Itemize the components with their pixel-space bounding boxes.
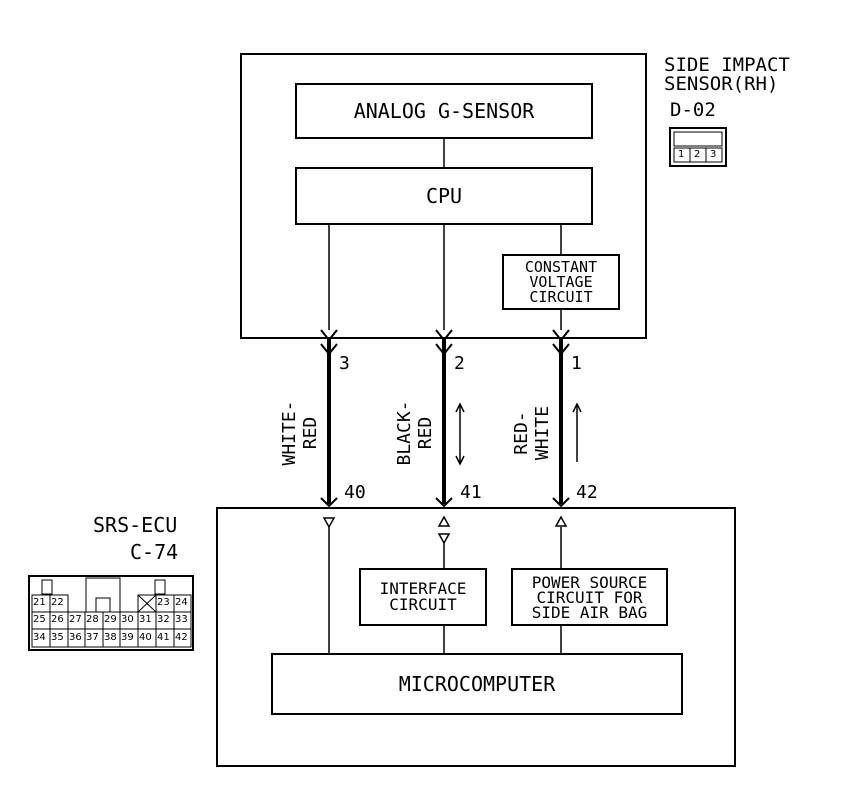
cv-label-line3: CIRCUIT [529, 287, 593, 306]
sensor-connector-id: D-02 [670, 99, 716, 121]
c74-pin-label: 26 [51, 614, 64, 625]
c74-pin-label: 25 [33, 614, 46, 625]
ecu-connector-id: C-74 [130, 540, 179, 564]
ecu-terminals [322, 515, 568, 545]
c74-connector-icon [28, 575, 194, 651]
c74-pin-label: 27 [69, 614, 82, 625]
c74-pin-label: 36 [69, 632, 82, 643]
power-label-line3: SIDE AIR BAG [531, 602, 648, 622]
c74-pin-label: 41 [157, 632, 170, 643]
c74-pin-label: 31 [139, 614, 152, 625]
analog-g-sensor-label: ANALOG G-SENSOR [353, 99, 535, 123]
wire-color-label-red-white: RED- WHITE [511, 373, 553, 493]
interface-circuit-block: INTERFACE CIRCUIT [359, 568, 487, 626]
wire-color-line1: WHITE- [279, 400, 300, 466]
interface-label-line1: INTERFACE [379, 579, 467, 598]
constant-voltage-circuit-block: CONSTANT VOLTAGE CIRCUIT [502, 254, 620, 310]
c74-pin-label: 32 [157, 614, 170, 625]
sensor-title-line1: SIDE IMPACT [664, 54, 790, 76]
wire-color-line2: WHITE [532, 405, 553, 461]
c74-pin-label: 23 [157, 597, 170, 608]
wire-color-line2: RED [300, 416, 321, 450]
cv-label-line2: VOLTAGE [529, 272, 593, 291]
d02-connector-icon [669, 127, 727, 167]
power-label-line2: CIRCUIT FOR [536, 587, 643, 607]
c74-pin-label: 22 [51, 597, 64, 608]
c74-pin-label: 33 [175, 614, 188, 625]
power-label-line1: POWER SOURCE [531, 572, 648, 592]
power-source-circuit-block: POWER SOURCE CIRCUIT FOR SIDE AIR BAG [511, 568, 668, 626]
c74-pin-label: 42 [175, 632, 188, 643]
c74-pin-label: 21 [33, 597, 46, 608]
d02-pin-label: 1 [678, 149, 685, 160]
sensor-title-line2: SENSOR(RH) [664, 73, 779, 95]
ecu-connector-marks [320, 497, 570, 508]
c74-pin-label: 40 [139, 632, 152, 643]
wire-color-line1: RED- [511, 411, 532, 455]
c74-pin-label: 30 [121, 614, 134, 625]
interface-label-line2: CIRCUIT [389, 595, 457, 614]
d02-pin-label: 2 [694, 149, 701, 160]
signal-arrows [455, 402, 582, 466]
c74-pin-label: 24 [175, 597, 188, 608]
cpu-label: CPU [425, 184, 463, 208]
microcomputer-label: MICROCOMPUTER [398, 672, 556, 696]
ecu-pin-41: 41 [460, 482, 482, 503]
wire-color-line1: BLACK- [394, 400, 415, 466]
d02-pin-label: 3 [710, 149, 717, 160]
c74-pin-label: 38 [104, 632, 117, 643]
sensor-pin-1: 1 [571, 353, 582, 374]
c74-pin-label: 34 [33, 632, 46, 643]
ecu-pin-42: 42 [576, 482, 598, 503]
c74-pin-label: 37 [86, 632, 99, 643]
c74-pin-label: 29 [104, 614, 117, 625]
microcomputer-block [271, 653, 683, 715]
c74-pin-label: 35 [51, 632, 64, 643]
sensor-connector-marks [320, 329, 570, 356]
wire-color-line2: RED [415, 416, 436, 450]
c74-pin-label: 28 [86, 614, 99, 625]
ecu-enclosure [216, 507, 736, 767]
c74-pin-label: 39 [121, 632, 134, 643]
sensor-pin-2: 2 [454, 353, 465, 374]
sensor-pin-3: 3 [339, 353, 350, 374]
ecu-title: SRS-ECU [93, 513, 178, 537]
wire-color-label-white-red: WHITE- RED [279, 373, 321, 493]
wire-color-label-black-red: BLACK- RED [394, 373, 436, 493]
cv-label-line1: CONSTANT [524, 257, 598, 276]
ecu-pin-40: 40 [344, 482, 366, 503]
